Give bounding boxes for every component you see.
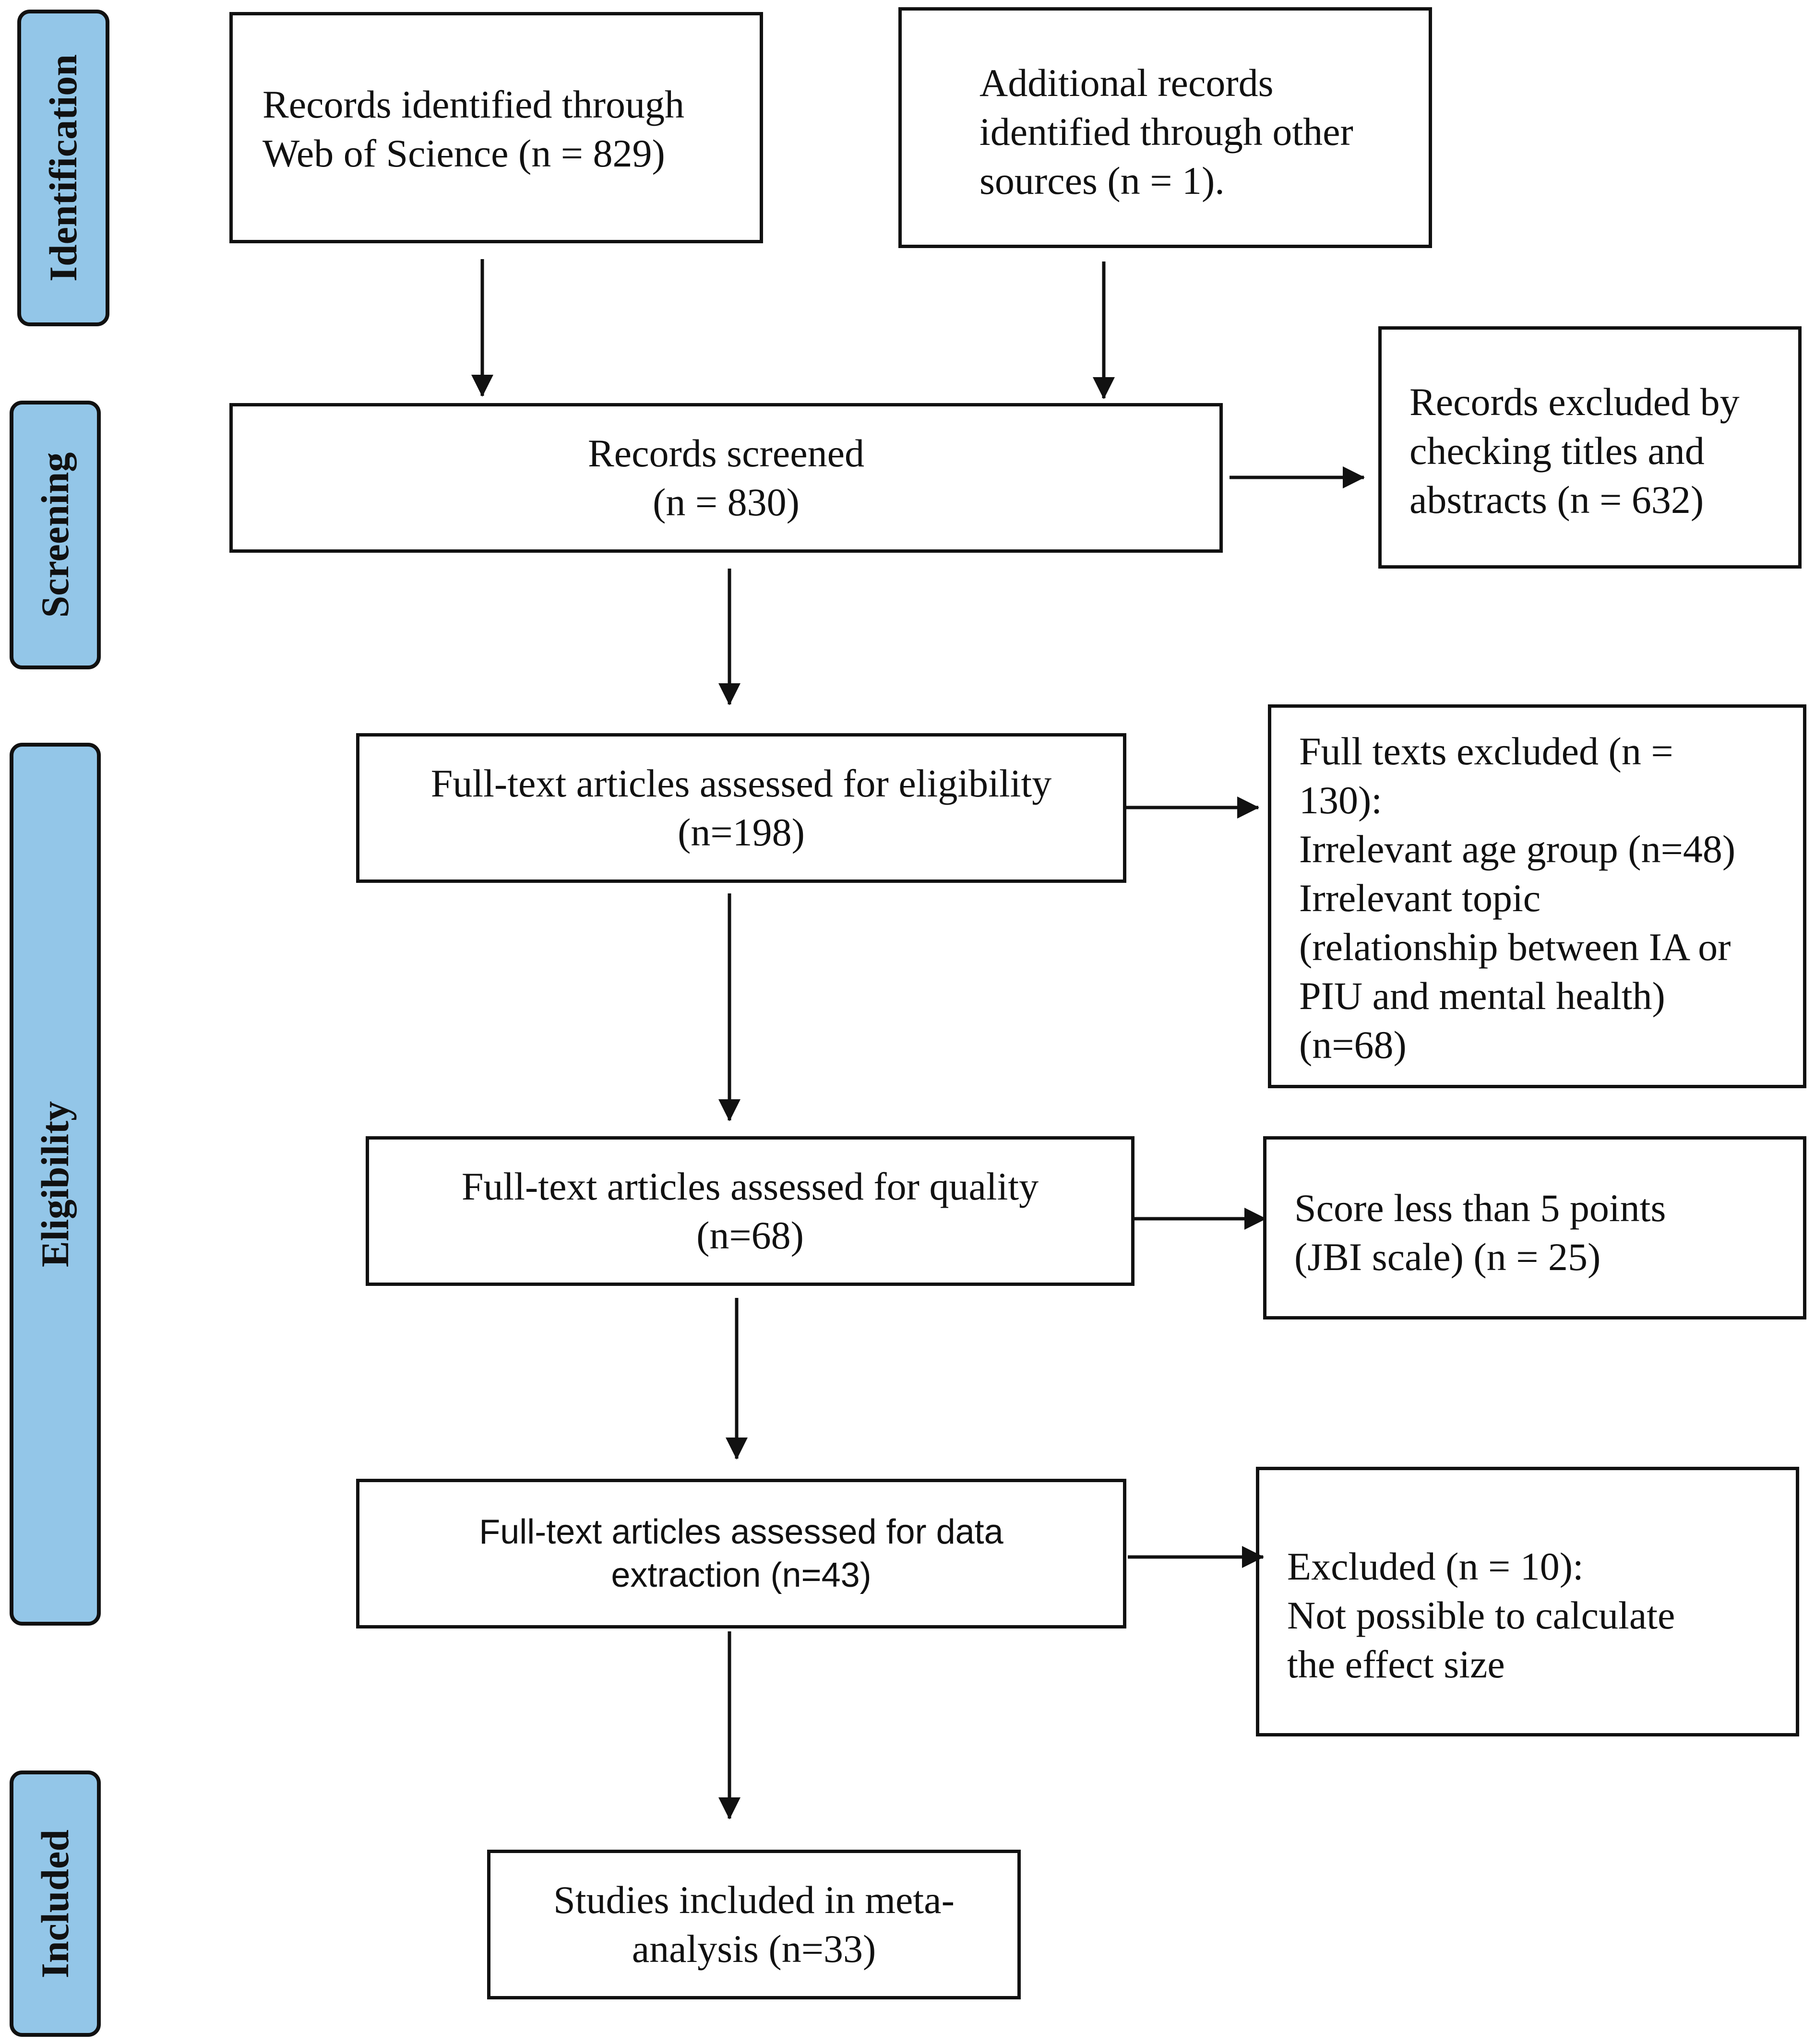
records-other-box: Additional records identified through ot… <box>898 7 1432 248</box>
records-screened-text: Records screened (n = 830) <box>587 431 864 524</box>
fulltext-excluded-text: Full texts excluded (n = 130): Irrelevan… <box>1299 729 1736 1067</box>
fulltext-quality-text: Full-text articles assessed for quality … <box>461 1165 1039 1257</box>
stage-included-label: Included <box>33 1829 77 1978</box>
stage-screening-label: Screening <box>33 452 77 618</box>
studies-included-text: Studies included in meta- analysis (n=33… <box>553 1878 955 1971</box>
fulltext-quality-box: Full-text articles assessed for quality … <box>366 1136 1134 1286</box>
stage-eligibility-label: Eligibility <box>33 1101 77 1268</box>
studies-included-box: Studies included in meta- analysis (n=33… <box>487 1850 1021 1999</box>
fulltext-extraction-text: Full-text articles assessed for data ext… <box>479 1513 1003 1594</box>
records-wos-box: Records identified through Web of Scienc… <box>229 12 763 243</box>
excluded-effect-text: Excluded (n = 10): Not possible to calcu… <box>1287 1545 1675 1686</box>
records-wos-text: Records identified through Web of Scienc… <box>263 83 685 175</box>
stage-identification: Identification <box>17 10 109 326</box>
fulltext-excluded-box: Full texts excluded (n = 130): Irrelevan… <box>1268 704 1806 1088</box>
fulltext-eligibility-box: Full-text articles assessed for eligibil… <box>356 733 1126 883</box>
fulltext-eligibility-text: Full-text articles assessed for eligibil… <box>430 761 1052 854</box>
excluded-titles-box: Records excluded by checking titles and … <box>1378 326 1802 569</box>
score-less-box: Score less than 5 points (JBI scale) (n … <box>1263 1136 1806 1319</box>
stage-screening: Screening <box>10 401 101 669</box>
excluded-titles-text: Records excluded by checking titles and … <box>1409 380 1740 522</box>
records-other-text: Additional records identified through ot… <box>979 61 1353 202</box>
stage-eligibility: Eligibility <box>10 743 101 1626</box>
fulltext-extraction-box: Full-text articles assessed for data ext… <box>356 1479 1126 1628</box>
stage-included: Included <box>10 1771 101 2037</box>
records-screened-box: Records screened (n = 830) <box>229 403 1223 553</box>
score-less-text: Score less than 5 points (JBI scale) (n … <box>1294 1186 1666 1279</box>
stage-identification-label: Identification <box>41 54 85 282</box>
excluded-effect-box: Excluded (n = 10): Not possible to calcu… <box>1256 1467 1799 1736</box>
